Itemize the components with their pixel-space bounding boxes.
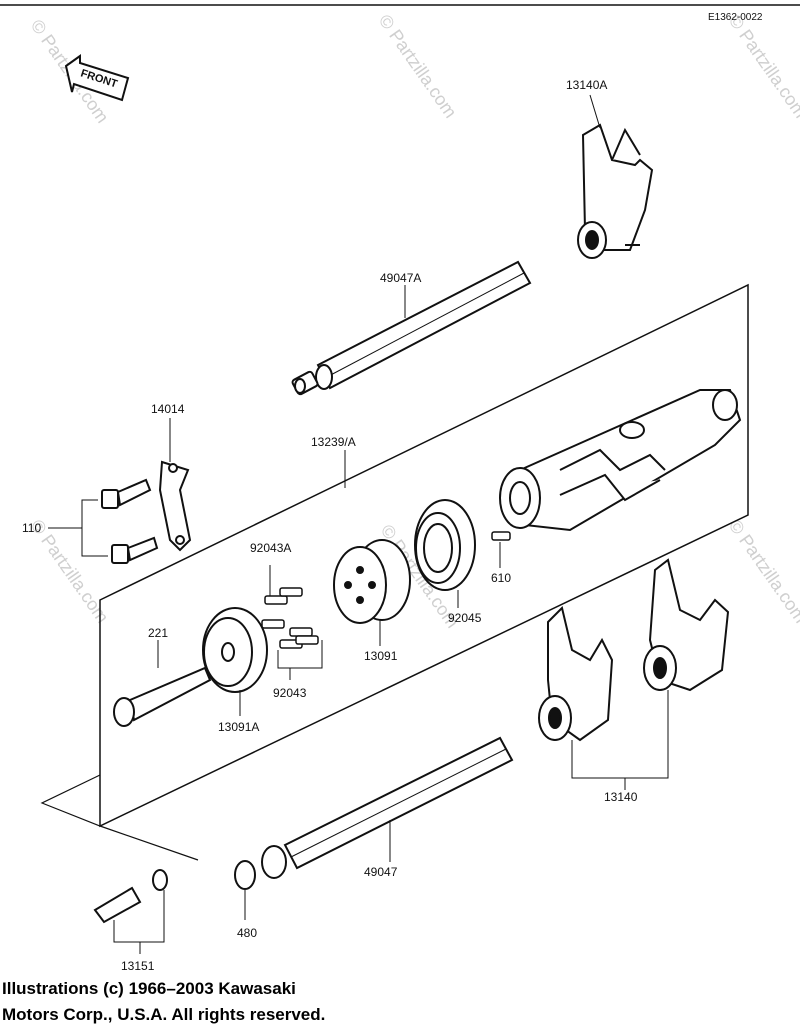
label-13140: 13140 [604,790,638,804]
label-480: 480 [237,926,257,940]
bolts-110 [101,478,159,564]
shift-cam [333,539,411,624]
circlip-480 [234,860,256,890]
reference-code: E1362-0022 [708,12,763,23]
leader-lines [157,94,601,862]
bearing [414,499,476,591]
part-labels: 13140A 49047A 14014 13239/A 110 92043A 6… [22,78,638,973]
pins-92043 [261,587,319,649]
lower-outline [40,774,199,861]
front-arrow-icon: FRONT [64,54,130,102]
assembly-outline [99,283,749,828]
shift-forks-lower [538,558,730,742]
bracket-14014 [158,460,192,552]
label-610: 610 [491,571,511,585]
label-92045: 92045 [448,611,482,625]
label-49047: 49047 [364,865,398,879]
label-13091A: 13091A [218,720,259,734]
label-49047A: 49047A [380,271,421,285]
watermark-6: © Partzilla.com [725,516,800,627]
shift-rod-upper [291,260,532,396]
copyright-line-2: Motors Corp., U.S.A. All rights reserved… [2,1005,326,1024]
bolt-221 [113,666,212,727]
copyright-notice: Illustrations (c) 1966–2003 Kawasaki Mot… [2,976,422,1028]
label-13151: 13151 [121,959,155,973]
label-92043: 92043 [273,686,307,700]
label-13140A: 13140A [566,78,607,92]
watermark-3: © Partzilla.com [725,11,800,122]
neutral-switch [93,869,168,924]
shift-plate [202,607,268,693]
label-92043A: 92043A [250,541,291,555]
shift-rod-lower [261,736,514,879]
label-13239A: 13239/A [311,435,356,449]
pin-610 [491,531,511,541]
copyright-line-1: Illustrations (c) 1966–2003 Kawasaki [2,979,296,998]
shift-drum [499,389,742,532]
label-13091: 13091 [364,649,398,663]
label-110: 110 [22,521,41,535]
watermark-2: © Partzilla.com [375,11,461,122]
label-221: 221 [148,626,168,640]
label-14014: 14014 [151,402,185,416]
shift-fork-upper [577,123,654,259]
